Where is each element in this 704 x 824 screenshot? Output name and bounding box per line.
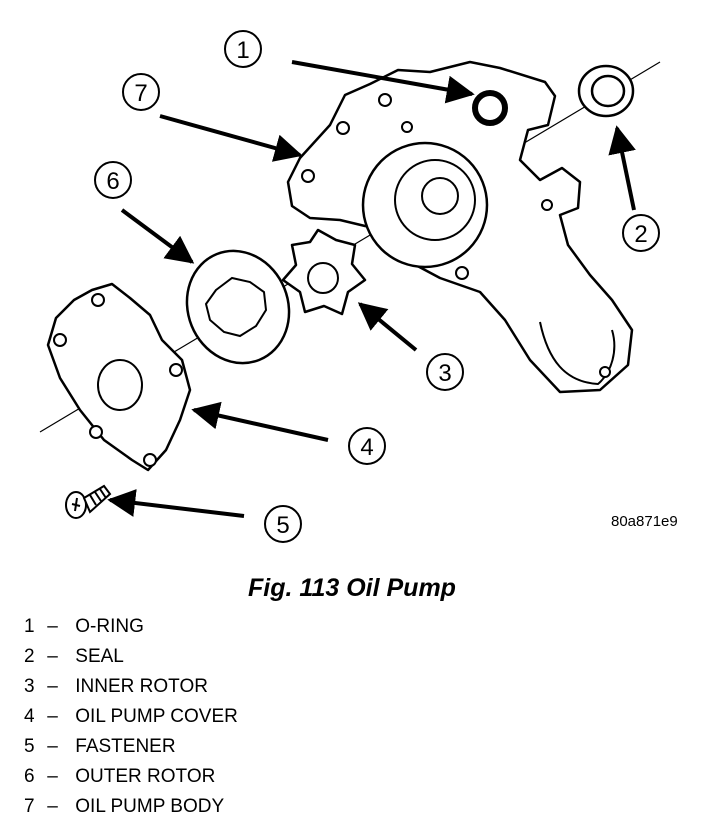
callout-arrows [107,60,636,518]
legend-label: OIL PUMP COVER [75,706,238,727]
fastener [65,484,112,519]
legend-label: INNER ROTOR [75,676,208,697]
o-ring [472,90,508,126]
outer-rotor [185,249,291,365]
legend-separator: – [47,796,58,817]
legend-item: 6 –OUTER ROTOR [24,762,238,792]
arrow-3 [357,302,418,352]
legend-separator: – [47,736,58,757]
svg-text:5: 5 [276,512,289,539]
legend-number: 3 [24,676,35,697]
legend-item: 4 –OIL PUMP COVER [24,702,238,732]
svg-text:1: 1 [236,37,249,64]
oil-pump-exploded-diagram: 1 7 6 2 3 4 5 [39,30,661,543]
legend-number: 4 [24,706,35,727]
callout-marker-2: 2 [622,214,660,252]
oil-pump-cover [46,282,192,472]
legend-separator: – [47,706,58,727]
legend-item: 3 –INNER ROTOR [24,672,238,702]
figure-reference-code: 80a871e9 [611,513,678,530]
inner-rotor [281,228,367,316]
arrow-1 [291,60,475,104]
legend-item: 1 –O-RING [24,612,238,642]
callout-marker-1: 1 [224,30,262,68]
legend-separator: – [47,676,58,697]
callout-marker-7: 7 [122,73,160,111]
seal [577,64,635,118]
callout-marker-4: 4 [348,427,386,465]
legend-item: 7 –OIL PUMP BODY [24,792,238,822]
arrow-6 [120,208,195,264]
arrow-4 [191,401,329,442]
svg-text:4: 4 [360,434,373,461]
legend-separator: – [47,616,58,637]
legend-separator: – [47,646,58,667]
arrow-5 [107,489,245,518]
parts-legend: 1 –O-RING 2 –SEAL 3 –INNER ROTOR 4 –OIL … [24,612,238,822]
oil-pump-body [286,60,634,394]
legend-separator: – [47,766,58,787]
legend-label: O-RING [75,616,144,637]
svg-text:2: 2 [634,221,647,248]
legend-label: SEAL [75,646,124,667]
arrow-2 [608,125,636,211]
legend-number: 6 [24,766,35,787]
callout-marker-5: 5 [264,505,302,543]
legend-label: OIL PUMP BODY [75,796,225,817]
legend-number: 5 [24,736,35,757]
legend-label: OUTER ROTOR [75,766,216,787]
svg-text:3: 3 [438,360,451,387]
legend-item: 2 –SEAL [24,642,238,672]
legend-number: 1 [24,616,35,637]
legend-item: 5 –FASTENER [24,732,238,762]
arrow-7 [159,114,303,162]
legend-number: 7 [24,796,35,817]
legend-label: FASTENER [75,736,176,757]
callout-markers: 1 7 6 2 3 4 5 [94,30,660,543]
svg-text:6: 6 [106,168,119,195]
callout-marker-6: 6 [94,161,132,199]
svg-text:7: 7 [134,80,147,107]
figure-caption: Fig. 113 Oil Pump [248,574,456,602]
legend-number: 2 [24,646,35,667]
callout-marker-3: 3 [426,353,464,391]
